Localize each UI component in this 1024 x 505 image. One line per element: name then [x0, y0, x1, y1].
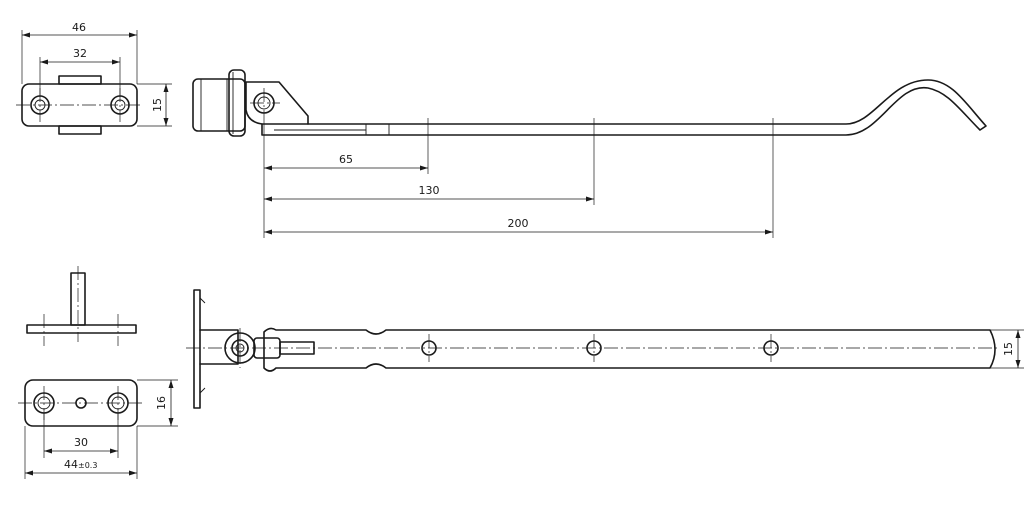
dimension-15-top: 15 — [151, 98, 164, 112]
hinge-knuckle — [228, 69, 246, 137]
dimension-46: 46 — [72, 21, 86, 34]
stay-side-view: 65 130 200 — [192, 69, 987, 238]
dimension-200: 200 — [508, 217, 529, 230]
dimension-44: 44 — [64, 458, 78, 471]
dimension-32: 32 — [73, 47, 87, 60]
bracket-base-side — [26, 324, 137, 334]
dimension-16: 16 — [155, 396, 168, 410]
bracket-tab-bottom — [58, 125, 102, 135]
dimension-130: 130 — [419, 184, 440, 197]
bracket-side-view — [26, 266, 137, 346]
bracket-plan-view: 16 30 44 ±0.3 — [18, 379, 178, 479]
plan-mount-plate — [193, 289, 201, 409]
dimension-65: 65 — [339, 153, 353, 166]
dimension-30: 30 — [74, 436, 88, 449]
dimension-15-bottom: 15 — [1002, 342, 1015, 356]
bracket-tab-top — [58, 75, 102, 85]
stay-bar-side — [261, 79, 987, 136]
stay-plan-view: 15 — [186, 289, 1024, 409]
dimension-44-tolerance: ±0.3 — [78, 461, 97, 470]
pivot-arm-head — [245, 81, 309, 125]
bracket-front-view-top: 46 32 15 — [16, 21, 172, 135]
stay-bar-plan — [263, 327, 996, 372]
